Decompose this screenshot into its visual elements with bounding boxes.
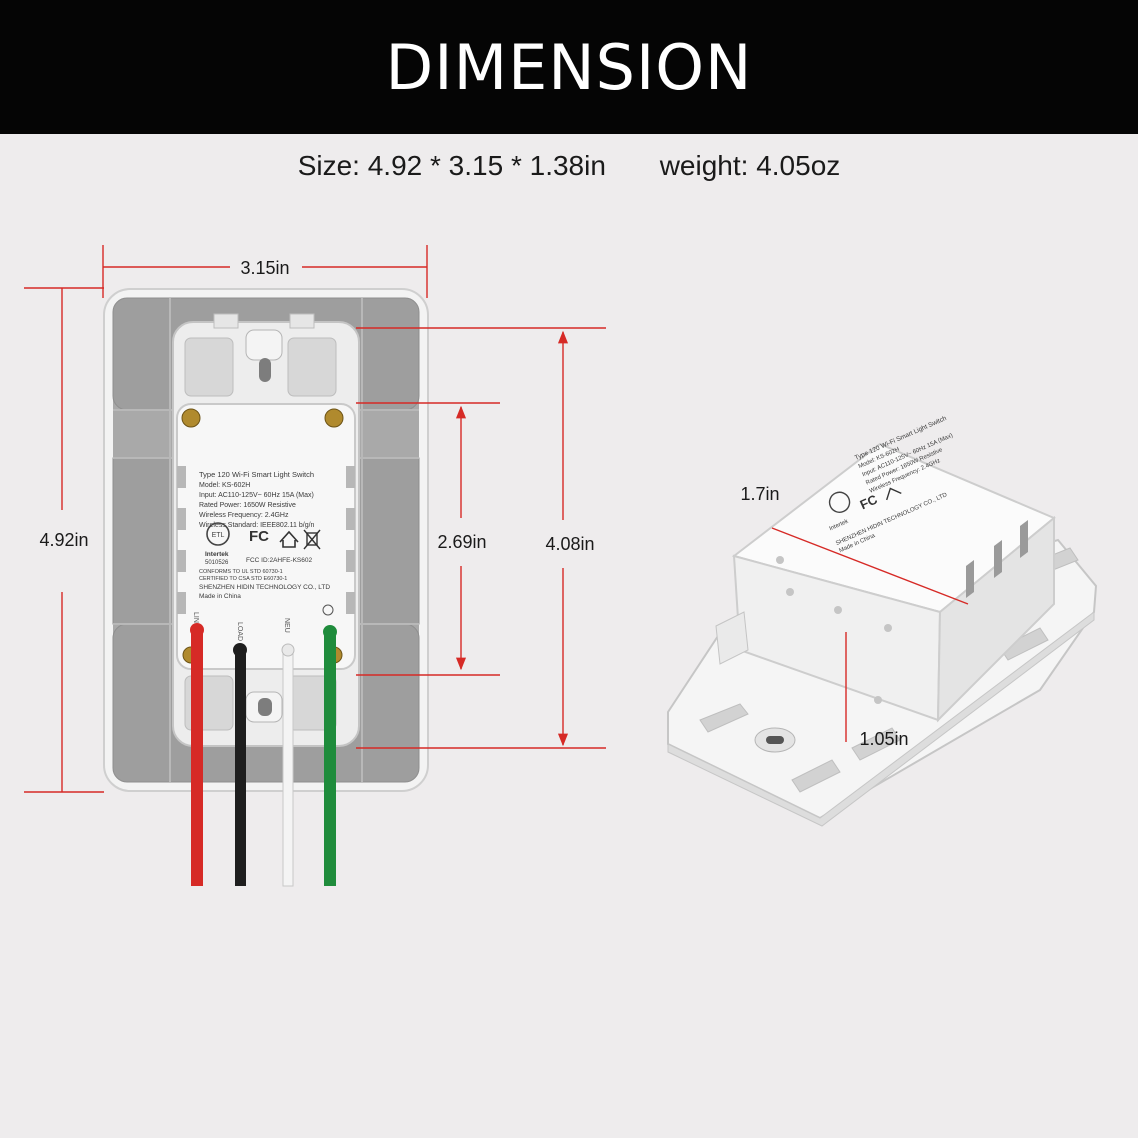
- svg-text:Type 120 Wi-Fi Smart Light Swi: Type 120 Wi-Fi Smart Light Switch: [199, 470, 314, 479]
- home-icon: [279, 530, 299, 548]
- module-side-view: Type 120 Wi-Fi Smart Light Switch Model:…: [667, 415, 1098, 827]
- size-spec: Size: 4.92 * 3.15 * 1.38in: [297, 150, 606, 181]
- svg-text:LOAD: LOAD: [236, 622, 243, 641]
- svg-text:Wireless Standard: IEEE802.11: Wireless Standard: IEEE802.11 b/g/n: [199, 522, 315, 529]
- dimension-lines: [24, 245, 606, 793]
- wires: [190, 623, 337, 887]
- svg-text:Made in China: Made in China: [199, 593, 241, 600]
- weight-spec: weight: 4.05oz: [659, 150, 841, 181]
- title-banner: DIMENSION: [0, 0, 1138, 134]
- wire-line: [191, 628, 203, 886]
- svg-text:Model: KS-602H: Model: KS-602H: [199, 482, 250, 489]
- specs-line: Size: 4.92 * 3.15 * 1.38in weight: 4.05o…: [0, 150, 1138, 182]
- svg-text:FC: FC: [858, 491, 880, 512]
- width-label: 3.15in: [240, 258, 289, 278]
- svg-text:5010526: 5010526: [205, 560, 229, 566]
- depth-length-label: 1.7in: [740, 484, 779, 504]
- fcc-icon: FC: [249, 528, 269, 545]
- svg-text:Wireless Frequency: 2.4GHz: Wireless Frequency: 2.4GHz: [199, 512, 289, 519]
- switch-module: Type 120 Wi-Fi Smart Light Switch Model:…: [176, 403, 356, 670]
- module-body-label: 2.69in: [437, 532, 486, 552]
- depth-height-label: 1.05in: [859, 729, 908, 749]
- svg-text:Rated Power: 1650W Resistive: Rated Power: 1650W Resistive: [199, 502, 296, 509]
- svg-text:Intertek: Intertek: [205, 551, 229, 558]
- etl-icon: ETL: [206, 522, 230, 546]
- svg-text:CERTIFIED TO CSA STD E60730-1: CERTIFIED TO CSA STD E60730-1: [199, 576, 287, 582]
- svg-text:NEU: NEU: [283, 618, 290, 633]
- ground-icon: [322, 604, 334, 616]
- weee-bin-icon: [303, 529, 321, 550]
- svg-text:Input: AC110-125V~ 60Hz 15A (M: Input: AC110-125V~ 60Hz 15A (Max): [199, 492, 314, 499]
- wire-load: [235, 648, 246, 886]
- plate-height-label: 4.92in: [39, 530, 88, 550]
- svg-text:CONFORMS TO UL STD 60730-1: CONFORMS TO UL STD 60730-1: [199, 569, 283, 575]
- svg-text:SHENZHEN HIDIN TECHNOLOGY CO.,: SHENZHEN HIDIN TECHNOLOGY CO., LTD: [199, 584, 330, 591]
- product-label: Type 120 Wi-Fi Smart Light Switch Model:…: [199, 470, 330, 600]
- svg-text:LINE: LINE: [192, 612, 199, 628]
- svg-text:ETL: ETL: [212, 532, 225, 539]
- wire-neutral: [282, 647, 294, 887]
- page-title: DIMENSION: [385, 30, 753, 104]
- svg-text:FCC ID:2AHFE-KS602: FCC ID:2AHFE-KS602: [246, 557, 312, 564]
- wire-ground: [324, 630, 336, 886]
- module-height-label: 4.08in: [545, 534, 594, 554]
- side-dimension-lines: [771, 527, 969, 742]
